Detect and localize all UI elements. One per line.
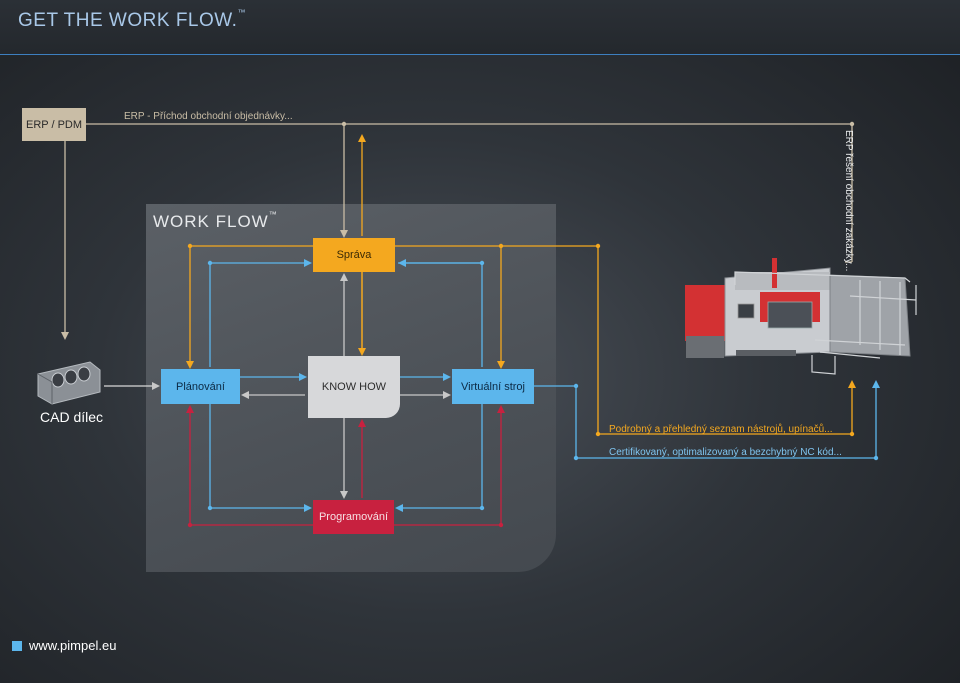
virtualni-stroj-box: Virtuální stroj (452, 369, 534, 404)
workflow-title: WORK FLOW™ (153, 210, 278, 231)
machine-image (685, 258, 917, 375)
nc-code-label: Certifikovaný, optimalizovaný a bezchybn… (609, 447, 842, 458)
footer: www.pimpel.eu (12, 638, 116, 653)
cad-label: CAD dílec (40, 409, 104, 425)
header-bar: GET THE WORK FLOW.™ (0, 0, 960, 55)
erp-order-label: ERP - Příchod obchodní objednávky... (124, 111, 293, 122)
footer-url-link[interactable]: www.pimpel.eu (29, 638, 117, 653)
sprava-box: Správa (313, 238, 395, 272)
programovani-box: Programování (313, 500, 394, 534)
erp-solution-label: ERP řešení obchodní zakázky... (843, 130, 854, 272)
erp-pdm-box: ERP / PDM (22, 108, 86, 141)
planovani-box: Plánování (161, 369, 240, 404)
cad-part-image (37, 361, 101, 405)
footer-square-icon (12, 640, 22, 651)
know-how-box: KNOW HOW (308, 356, 400, 418)
tools-label: Podrobný a přehledný seznam nástrojů, up… (609, 424, 833, 435)
page-title: GET THE WORK FLOW.™ (18, 8, 246, 31)
